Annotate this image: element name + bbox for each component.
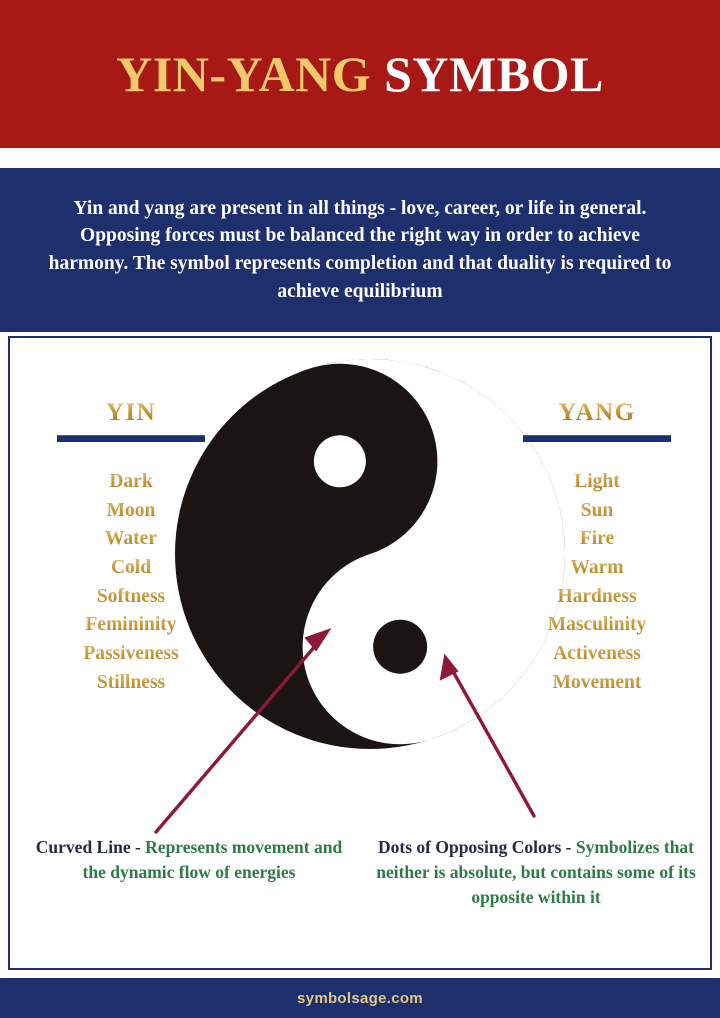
annotation-dots-term: Dots of Opposing Colors - [378,837,576,857]
diagram-body: YIN Dark Moon Water Cold Softness Femini… [8,336,712,970]
list-item: Light [502,468,692,497]
column-yin-list: Dark Moon Water Cold Softness Femininity… [36,468,226,697]
list-item: Hardness [502,583,692,612]
footer-banner: symbolsage.com [0,978,720,1018]
annotation-curved-line: Curved Line - Represents movement and th… [24,835,354,885]
list-item: Warm [502,554,692,583]
intro-panel: Yin and yang are present in all things -… [0,168,720,332]
symbol-light-half [302,359,565,745]
column-yang-list: Light Sun Fire Warm Hardness Masculinity… [502,468,692,697]
list-item: Softness [36,583,226,612]
list-item: Masculinity [502,611,692,640]
page-title-secondary: SYMBOL [384,46,604,102]
annotation-curved-line-description: Represents movement and the dynamic flow… [82,837,343,882]
header-separator [0,148,720,168]
list-item: Sun [502,497,692,526]
list-item: Dark [36,468,226,497]
column-yin-divider [57,435,205,442]
yin-dot-in-yang [373,619,428,674]
list-item: Stillness [36,669,226,698]
column-yang-heading: YANG [502,400,692,425]
annotation-dots-description: Symbolizes that neither is absolute, but… [376,837,696,907]
list-item: Fire [502,525,692,554]
annotation-curved-line-term: Curved Line - [35,837,146,857]
list-item: Passiveness [36,640,226,669]
column-yang-divider [523,435,671,442]
list-item: Water [36,525,226,554]
column-yin-heading: YIN [36,400,226,425]
column-yin: YIN Dark Moon Water Cold Softness Femini… [36,400,226,713]
column-yang: YANG Light Sun Fire Warm Hardness Mascul… [502,400,692,713]
header-banner: YIN-YANG SYMBOL [0,0,720,148]
page-title: YIN-YANG SYMBOL [116,49,604,99]
yang-dot-in-yin [313,435,366,488]
list-item: Femininity [36,611,226,640]
footer-site-label: symbolsage.com [297,989,423,1007]
list-item: Movement [502,669,692,698]
list-item: Activeness [502,640,692,669]
intro-text: Yin and yang are present in all things -… [48,197,672,302]
list-item: Cold [36,554,226,583]
annotation-dots: Dots of Opposing Colors - Symbolizes tha… [376,835,696,910]
page-title-primary: YIN-YANG [116,46,385,102]
list-item: Moon [36,497,226,526]
